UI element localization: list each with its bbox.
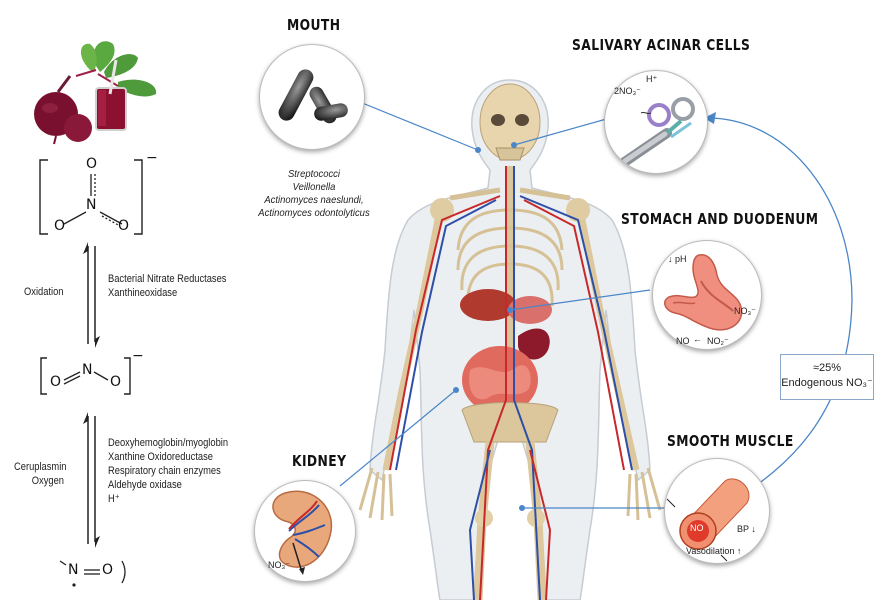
kidney-title: KIDNEY [292,452,346,470]
stomach-ph-label: ↓ pH [668,254,687,264]
salivary-no3-label: 2NO₃⁻ [614,86,641,97]
endogenous-percent: ≈25% [781,361,873,376]
mouth-circle [259,44,365,150]
stomach-title: STOMACH AND DUODENUM [621,210,818,228]
bacteria-item: Actinomyces odontolyticus [256,207,371,220]
stomach-no3-label: NO₃⁻ [734,306,756,317]
stomach-no-label: NO [676,336,690,346]
salivary-title: SALIVARY ACINAR CELLS [572,36,750,54]
endogenous-box: ≈25% Endogenous NO₃⁻ [780,354,874,400]
bacteria-item: Actinomyces naeslundi, [256,194,371,207]
kidney-no3-label: NO₃⁻ [268,560,290,571]
smooth-muscle-title: SMOOTH MUSCLE [667,432,794,450]
bacteria-icon [260,45,364,149]
stomach-arrow-icon: ← [693,334,702,344]
muscle-bp-label: BP ↓ [737,524,756,534]
salivary-h-label: H⁺ [646,74,657,85]
endogenous-label: Endogenous NO₃⁻ [781,376,873,391]
bacteria-item: Streptococci [256,168,371,181]
muscle-vaso-label: Vasodilation ↑ [686,546,741,556]
bacteria-item: Veillonella [256,181,371,194]
stomach-no2-label: NO₂⁻ [707,336,729,347]
mouth-title: MOUTH [287,16,340,34]
bacteria-list: Streptococci Veillonella Actinomyces nae… [256,168,371,220]
muscle-no-label: NO [690,523,704,533]
